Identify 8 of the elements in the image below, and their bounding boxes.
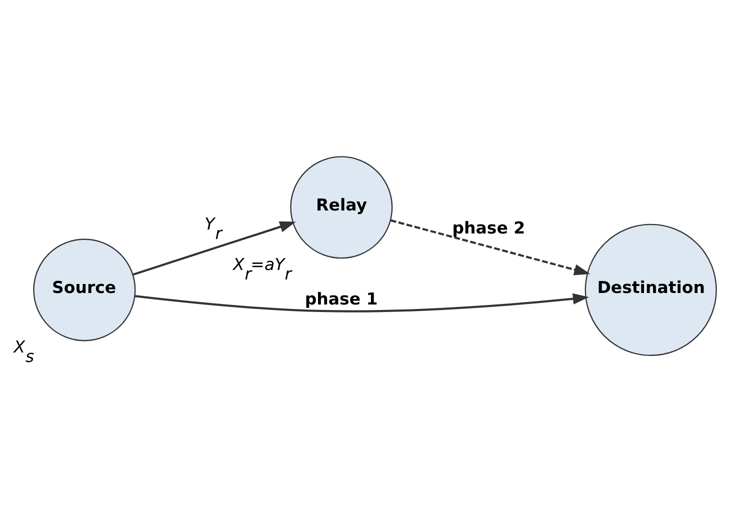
node-circle: Source — [32, 238, 136, 341]
node-circle: Destination — [584, 223, 716, 356]
edge-label: phase 2 — [452, 218, 525, 238]
arrow — [134, 292, 588, 312]
edge-label: phase 1 — [304, 288, 378, 308]
arrow — [132, 220, 296, 276]
arrow — [390, 218, 590, 275]
node-circle: Relay — [290, 156, 392, 258]
